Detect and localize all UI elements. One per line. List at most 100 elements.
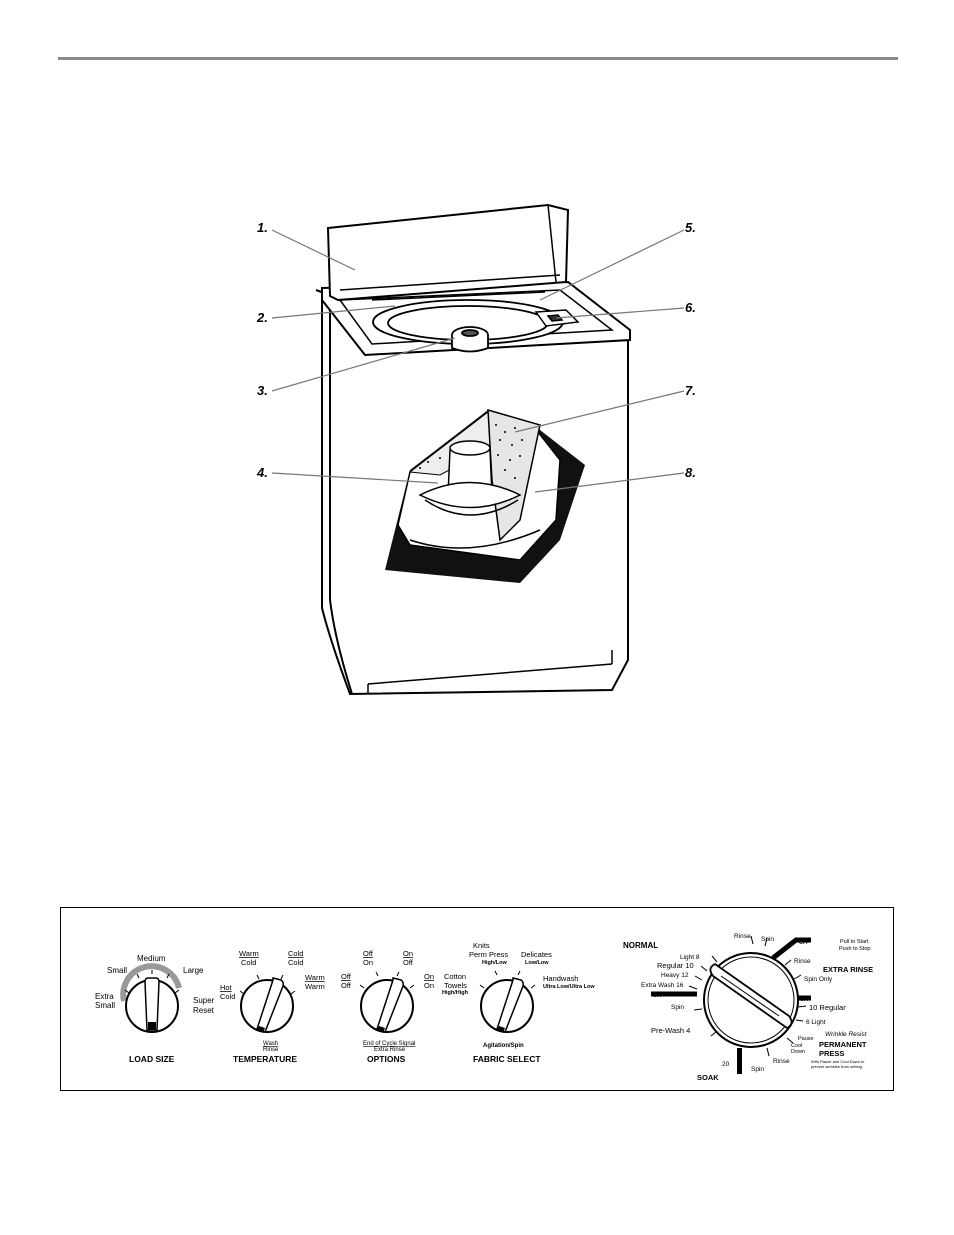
label-text: Small [107,966,127,975]
label-text: Spin [761,936,774,943]
washer-cutaway [385,408,585,583]
label-text: Agitation/Spin [483,1043,524,1049]
label-text: 20 [722,1061,730,1068]
label-text: Spin [751,1066,764,1073]
label-text: Regular 10 [657,961,694,970]
label-text: High/Low [482,960,507,966]
cycle-off-marker-top [771,937,811,960]
label-text: Spin Only [804,976,833,983]
label-text: Light 8 [680,954,700,961]
label-text: On [424,981,434,990]
temperature-title: TEMPERATURE [233,1054,297,1064]
cycle-labels: NORMAL Rinse Spin Light 8 Regular 10 Hea… [623,933,873,1082]
cycle-off-marker-bottom [737,1048,742,1074]
label-text: On [403,949,413,958]
cycle-soak-title: SOAK [697,1073,719,1082]
label-text: On [424,972,434,981]
callout-numbers: 1. 2. 3. 4. 5. 6. 7. 8. [256,220,696,480]
label-text: Cold [288,949,303,958]
label-text: Off [341,981,352,990]
label-text: Warm [305,982,325,991]
fabric-select-title: FABRIC SELECT [473,1054,541,1064]
label-text: Pause [798,1036,814,1042]
label-text: Reset [193,1006,215,1015]
label-text: OFF [799,940,809,946]
label-text: Ultra Low/Ultra Low [543,984,595,990]
pull-to-start-label: Pull to Start [840,939,869,945]
label-text: Rinse [734,933,751,940]
cycle-normal-title: NORMAL [623,941,658,950]
label-text: Cold [241,958,256,967]
label-text: On [363,958,373,967]
label-text: Wrinkle Resist [825,1031,868,1038]
label-text: prevent wrinkles from setting. [811,1064,863,1069]
callout-8: 8. [685,465,696,480]
label-text: Spin [671,1004,684,1011]
label-text: Rinse [263,1047,279,1053]
label-text: Rinse [794,958,811,965]
callout-4: 4. [256,465,268,480]
extra-rinse-title: EXTRA RINSE [823,965,873,974]
label-text: OFF [653,993,663,999]
label-text: Super [193,996,215,1005]
label-text: Small [95,1001,115,1010]
label-text: Rinse [773,1058,790,1065]
label-text: Hot [220,983,233,992]
dispenser [371,291,580,327]
label-text: Large [183,966,204,975]
label-text: Medium [137,954,166,963]
label-text: Cotton [444,972,466,981]
label-text: Wash [263,1041,278,1047]
callout-lines [271,229,685,493]
options-title: OPTIONS [367,1054,406,1064]
label-text: Off [363,949,374,958]
label-text: PRESS [819,1049,844,1058]
label-text: High/High [442,990,469,996]
permanent-press-title: PERMANENT [819,1040,867,1049]
load-size-knob[interactable] [120,963,182,1033]
label-text: Towels [444,981,467,990]
label-text: Cold [288,958,303,967]
label-text: Off [403,958,414,967]
label-text: Knits [473,941,490,950]
cycle-knob[interactable] [651,935,811,1074]
washer-lid [326,203,570,302]
label-text: Heavy 12 [661,972,689,979]
label-text: With Pause and Cool Down to [811,1059,865,1064]
label-text: Pre-Wash 4 [651,1026,690,1035]
callout-1: 1. [257,220,268,235]
callout-3: 3. [257,383,268,398]
label-text: Extra Rinse [374,1047,406,1053]
label-text: Extra [95,992,114,1001]
callout-5: 5. [685,220,696,235]
label-text: Warm [305,973,325,982]
callout-2: 2. [256,310,268,325]
label-text: 6 Light [806,1019,826,1026]
control-panel: Extra Small Small Medium Large Super Res… [60,907,894,1091]
label-text: Warm [239,949,259,958]
label-text: 10 Regular [809,1003,846,1012]
temperature-knob[interactable] [239,974,296,1033]
label-text: Off [341,972,352,981]
push-to-stop-label: Push to Stop [839,946,871,952]
top-rule [58,57,898,60]
fabric-select-knob[interactable] [479,970,536,1033]
label-text: Cool [791,1043,802,1049]
label-text: Perm Press [469,950,508,959]
fabric-select-labels: Knits Perm Press High/Low Delicates Low/… [442,941,595,1064]
callout-6: 6. [685,300,696,315]
callout-7: 7. [685,383,696,398]
load-size-labels: Extra Small Small Medium Large Super Res… [95,954,215,1064]
label-text: Cold [220,992,235,1001]
load-size-arc [120,963,182,1002]
options-knob[interactable] [359,971,415,1033]
options-labels: Off Off Off On On Off On On End of Cycle… [341,949,434,1064]
temperature-labels: Hot Cold Warm Cold Cold Cold Warm Warm W… [220,949,325,1064]
label-text: Down [791,1049,805,1055]
label-text: Delicates [521,950,552,959]
label-text: OFF [800,997,810,1003]
label-text: Low/Low [525,960,549,966]
washer-tub-opening [372,299,564,353]
label-text: Handwash [543,974,578,983]
label-text: Extra Wash 16 [641,982,684,989]
